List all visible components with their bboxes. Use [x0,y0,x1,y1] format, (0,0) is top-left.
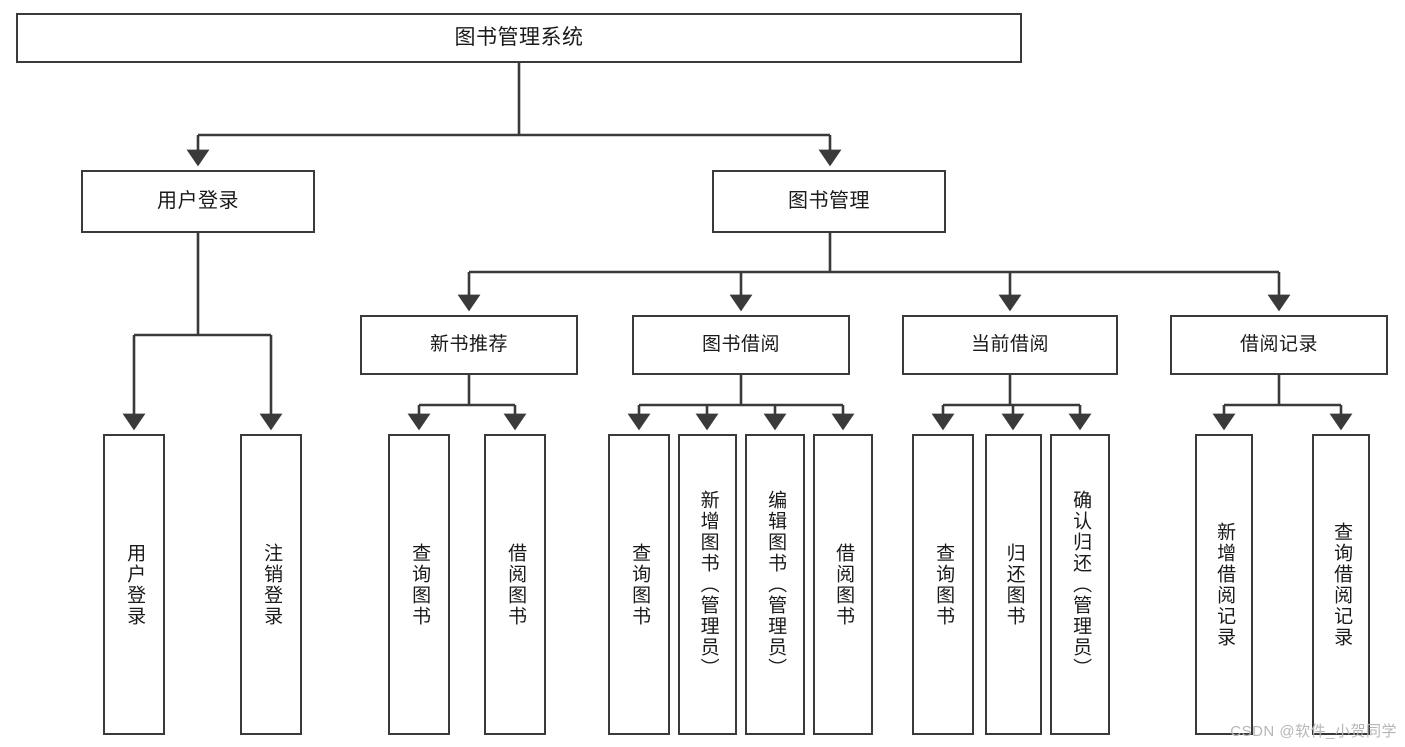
node-leaf-query-book-3-label: 查询图书 [933,542,955,627]
node-leaf-return-book-label: 归还图书 [1003,542,1025,627]
node-leaf-query-book-2[interactable]: 查询图书 [608,434,670,735]
node-leaf-add-record[interactable]: 新增借阅记录 [1195,434,1253,735]
watermark-text: CSDN @软件_小贺同学 [1230,723,1397,740]
node-book-borrow-label: 图书借阅 [701,333,780,355]
node-leaf-return-book[interactable]: 归还图书 [985,434,1042,735]
node-book-borrow[interactable]: 图书借阅 [632,315,850,375]
node-borrow-record[interactable]: 借阅记录 [1170,315,1388,375]
node-leaf-borrow-book-2-label: 借阅图书 [833,542,855,627]
node-leaf-borrow-book-2[interactable]: 借阅图书 [813,434,873,735]
node-leaf-query-book-3[interactable]: 查询图书 [912,434,974,735]
node-leaf-user-logout[interactable]: 注销登录 [240,434,302,735]
node-leaf-user-login-label: 用户登录 [124,542,146,627]
node-leaf-query-book-1-label: 查询图书 [409,542,431,627]
node-current-borrow-label: 当前借阅 [970,333,1049,355]
node-leaf-borrow-book-1[interactable]: 借阅图书 [484,434,546,735]
node-leaf-query-book-1[interactable]: 查询图书 [388,434,450,735]
node-leaf-add-book-label: 新增图书（管理员） [697,490,719,679]
node-leaf-borrow-book-1-label: 借阅图书 [505,542,527,627]
node-leaf-edit-book-label: 编辑图书（管理员） [765,490,787,679]
node-book-manage[interactable]: 图书管理 [712,170,946,233]
node-leaf-confirm-return[interactable]: 确认归还（管理员） [1050,434,1110,735]
node-leaf-confirm-return-label: 确认归还（管理员） [1070,490,1092,679]
node-user-login[interactable]: 用户登录 [81,170,315,233]
node-current-borrow[interactable]: 当前借阅 [902,315,1118,375]
node-new-book-rec-label: 新书推荐 [429,333,508,355]
node-user-login-label: 用户登录 [157,189,239,212]
node-borrow-record-label: 借阅记录 [1239,333,1318,355]
node-leaf-query-book-2-label: 查询图书 [629,542,651,627]
node-leaf-user-login[interactable]: 用户登录 [103,434,165,735]
node-leaf-edit-book[interactable]: 编辑图书（管理员） [745,434,805,735]
node-leaf-user-logout-label: 注销登录 [261,542,283,627]
node-book-manage-label: 图书管理 [788,189,870,212]
node-root[interactable]: 图书管理系统 [16,13,1022,63]
node-root-label: 图书管理系统 [454,25,584,49]
node-new-book-rec[interactable]: 新书推荐 [360,315,578,375]
node-leaf-query-record[interactable]: 查询借阅记录 [1312,434,1370,735]
node-leaf-query-record-label: 查询借阅记录 [1331,521,1353,648]
node-leaf-add-record-label: 新增借阅记录 [1214,521,1236,648]
node-leaf-add-book[interactable]: 新增图书（管理员） [678,434,737,735]
